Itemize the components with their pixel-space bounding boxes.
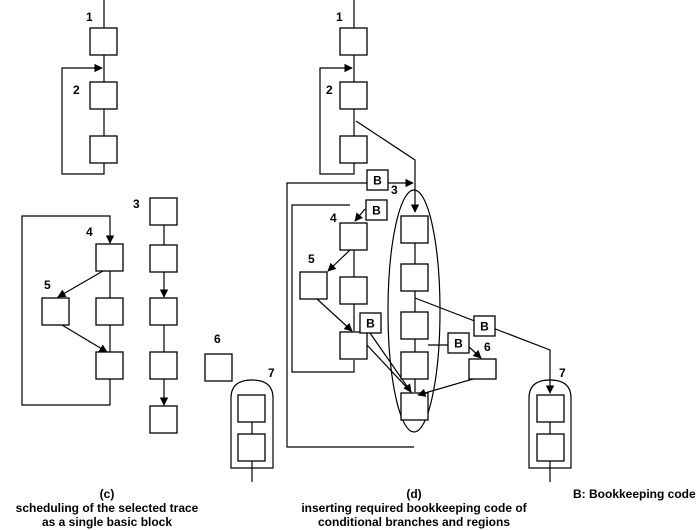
edge-to-7 — [414, 297, 555, 394]
panel-c: 1 2 4 5 3 6 7 (c) — [16, 0, 275, 529]
caption-d-line1: inserting required bookkeeping code of — [301, 501, 527, 515]
region-7-outline — [230, 379, 274, 469]
label-3: 3 — [133, 197, 140, 211]
caption-d-title: (d) — [406, 487, 421, 501]
block-2b — [339, 135, 368, 164]
trace-block-2 — [400, 263, 429, 292]
label-6: 6 — [214, 332, 221, 346]
label-5: 5 — [44, 278, 51, 292]
inner-loop-edge — [291, 204, 355, 373]
label-6: 6 — [484, 340, 491, 354]
label-7: 7 — [559, 366, 566, 380]
block-7b — [237, 433, 266, 462]
block-7a — [536, 394, 565, 423]
block-3d — [149, 351, 178, 380]
label-4: 4 — [86, 225, 93, 239]
label-3: 3 — [391, 183, 398, 197]
edge-to-5 — [327, 249, 351, 272]
panel-d: 1 2 B 3 B 4 5 B — [286, 0, 572, 529]
outer-loop-edge — [286, 178, 414, 448]
edge-2-to-trace — [355, 120, 420, 213]
trace-block-4 — [400, 351, 429, 380]
block-1 — [89, 27, 118, 56]
trace-block-1 — [400, 215, 429, 244]
block-4c — [339, 331, 368, 360]
bookkeeping-block-4 — [447, 332, 470, 354]
edge-to-5 — [57, 270, 104, 298]
legend-bookkeeping: B: Bookkeeping code — [573, 487, 696, 501]
block-4b — [339, 276, 368, 305]
label-5: 5 — [308, 252, 315, 266]
block-6 — [204, 353, 233, 382]
block-1 — [339, 27, 368, 56]
label-2: 2 — [73, 83, 80, 97]
label-1: 1 — [86, 10, 93, 24]
block-2a — [339, 81, 368, 110]
caption-c-line1: scheduling of the selected trace — [16, 501, 199, 515]
block-4 — [339, 222, 368, 251]
block-6 — [468, 358, 497, 380]
loop-edge-2 — [319, 63, 355, 175]
bookkeeping-label-1: B — [373, 174, 382, 188]
block-4c — [95, 351, 124, 380]
label-2: 2 — [326, 83, 333, 97]
block-3a — [149, 197, 178, 226]
label-1: 1 — [336, 10, 343, 24]
block-2a — [89, 81, 118, 110]
block-3c — [149, 297, 178, 326]
bookkeeping-label-4: B — [454, 337, 463, 351]
edge — [366, 344, 412, 393]
label-4: 4 — [330, 211, 337, 225]
edge-6-to-trace — [417, 378, 474, 397]
loop-edge-4 — [21, 215, 115, 406]
label-7: 7 — [268, 366, 275, 380]
edge-from-5 — [316, 298, 353, 332]
block-3b — [149, 244, 178, 273]
block-2b — [89, 135, 118, 164]
edge-from-5 — [61, 324, 108, 353]
block-7b — [536, 433, 565, 462]
caption-d-line2: conditional branches and regions — [318, 515, 510, 529]
block-3e — [149, 405, 178, 434]
bookkeeping-block-5 — [473, 315, 496, 337]
caption-c-line2: as a single basic block — [42, 515, 172, 529]
block-5 — [299, 271, 328, 300]
region-7-outline — [528, 379, 572, 469]
bookkeeping-label-2: B — [372, 204, 381, 218]
edge-bk-to-4 — [354, 208, 366, 222]
block-4b — [95, 297, 124, 326]
caption-c-title: (c) — [100, 487, 115, 501]
bookkeeping-label-3: B — [366, 317, 375, 331]
bookkeeping-block-2 — [365, 199, 388, 221]
block-5 — [41, 297, 70, 326]
block-7a — [237, 394, 266, 423]
bookkeeping-block-1 — [366, 169, 389, 191]
block-4 — [95, 243, 124, 272]
loop-edge-2 — [61, 63, 105, 175]
trace-block-5 — [400, 392, 429, 421]
trace-block-3 — [400, 311, 429, 340]
bookkeeping-label-5: B — [480, 320, 489, 334]
selected-trace-region — [387, 189, 441, 433]
